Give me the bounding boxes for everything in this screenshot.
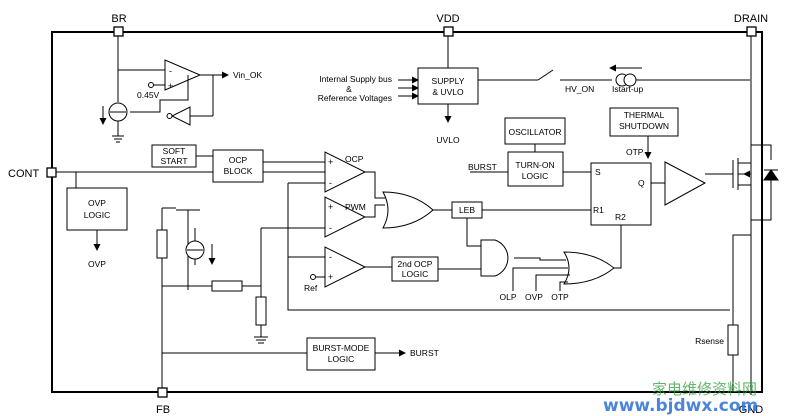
rsense-resistor	[727, 324, 739, 356]
fb-resistor-2	[211, 280, 243, 292]
thermal-line2: SHUTDOWN	[619, 121, 669, 131]
svg-text:+: +	[328, 202, 333, 212]
svg-text:-: -	[169, 66, 172, 76]
label-reference-voltages: Reference Voltages	[318, 93, 392, 103]
label-uvlo: UVLO	[436, 135, 460, 145]
label-pwm: PWM	[345, 202, 366, 212]
burst-mode-line1: BURST-MODE	[313, 343, 370, 353]
ocp2-logic-block	[391, 256, 439, 282]
svg-text:+: +	[168, 81, 173, 91]
comparator-ref	[324, 246, 367, 288]
leb-label: LEB	[459, 205, 475, 215]
ocp-block-line1: OCP	[229, 155, 248, 165]
label-rsense: Rsense	[695, 336, 724, 346]
latch-q: Q	[638, 178, 645, 188]
turn-on-logic-block	[507, 151, 564, 187]
or-gate-2	[563, 251, 615, 285]
fb-resistor-3	[255, 296, 267, 326]
turn-on-line2: LOGIC	[522, 171, 548, 181]
supply-uvlo-block	[417, 67, 479, 105]
pin-label-drain: DRAIN	[734, 13, 768, 25]
burst-mode-logic-block	[306, 337, 376, 371]
label-otp-in: OTP	[551, 292, 569, 302]
label-vin-ok: Vin_OK	[233, 70, 262, 80]
svg-text:+: +	[328, 272, 333, 282]
comparator-br	[164, 59, 202, 91]
fb-resistor-1	[156, 229, 168, 259]
pin-label-br: BR	[111, 13, 126, 25]
oscillator-label: OSCILLATOR	[508, 127, 561, 137]
label-burst-out: BURST	[410, 348, 439, 358]
pin-vdd	[443, 26, 454, 37]
watermark-url: www.bjdwx.com	[603, 396, 758, 416]
ovp-logic-block	[66, 187, 128, 231]
label-internal-supply: Internal Supply bus	[319, 74, 392, 84]
pin-cont	[46, 167, 57, 178]
watermark-cn: 家电维修资料网	[652, 380, 757, 398]
latch-r2: R2	[615, 212, 626, 222]
pin-label-vdd: VDD	[436, 13, 459, 25]
label-burst-in: BURST	[468, 162, 497, 172]
ovp-logic-line1: OVP	[88, 198, 106, 208]
gate-driver	[664, 161, 707, 206]
burst-mode-line2: LOGIC	[328, 354, 354, 364]
pin-br	[113, 26, 124, 37]
ocp-block	[212, 149, 264, 183]
turn-on-line1: TURN-ON	[515, 160, 554, 170]
pin-drain	[746, 26, 757, 37]
soft-start-line1: SOFT	[163, 146, 186, 156]
thermal-line1: THERMAL	[624, 110, 665, 120]
label-ref: Ref	[304, 283, 318, 293]
latch-s: S	[595, 167, 601, 177]
label-otp-top: OTP	[626, 147, 644, 157]
rs-latch	[590, 162, 652, 226]
svg-text:+: +	[328, 157, 333, 167]
label-istart: Istart-up	[612, 84, 643, 94]
supply-uvlo-line1: SUPPLY	[432, 76, 465, 86]
label-ovp-out: OVP	[88, 259, 106, 269]
label-internal-supply-amp: &	[346, 84, 352, 94]
comparator-ocp	[324, 151, 367, 193]
ocp-block-line2: BLOCK	[224, 166, 253, 176]
label-ocp: OCP	[345, 154, 364, 164]
inverter-br	[170, 106, 191, 126]
label-ovp-in: OVP	[525, 292, 543, 302]
pin-label-fb: FB	[156, 404, 170, 416]
pin-label-gnd: GND	[739, 404, 764, 416]
label-hv-on: HV_ON	[565, 84, 594, 94]
latch-r1: R1	[593, 205, 604, 215]
soft-start-line2: START	[160, 156, 187, 166]
ocp2-line2: LOGIC	[402, 269, 428, 279]
ic-outline	[51, 31, 763, 393]
ovp-logic-line2: LOGIC	[84, 210, 110, 220]
label-olp: OLP	[499, 292, 516, 302]
supply-uvlo-line2: & UVLO	[432, 87, 464, 97]
or-gate-1	[382, 191, 434, 229]
svg-text:-: -	[329, 178, 332, 188]
pin-fb	[157, 387, 168, 398]
svg-text:-: -	[329, 223, 332, 233]
pin-label-cont: CONT	[8, 168, 39, 180]
ocp2-line1: 2nd OCP	[398, 259, 433, 269]
label-045v: 0.45V	[137, 90, 160, 100]
svg-text:-: -	[329, 252, 332, 262]
thermal-shutdown-block	[609, 107, 679, 137]
oscillator-block	[504, 117, 566, 145]
comparator-pwm	[324, 196, 367, 238]
and-gate	[480, 239, 509, 277]
